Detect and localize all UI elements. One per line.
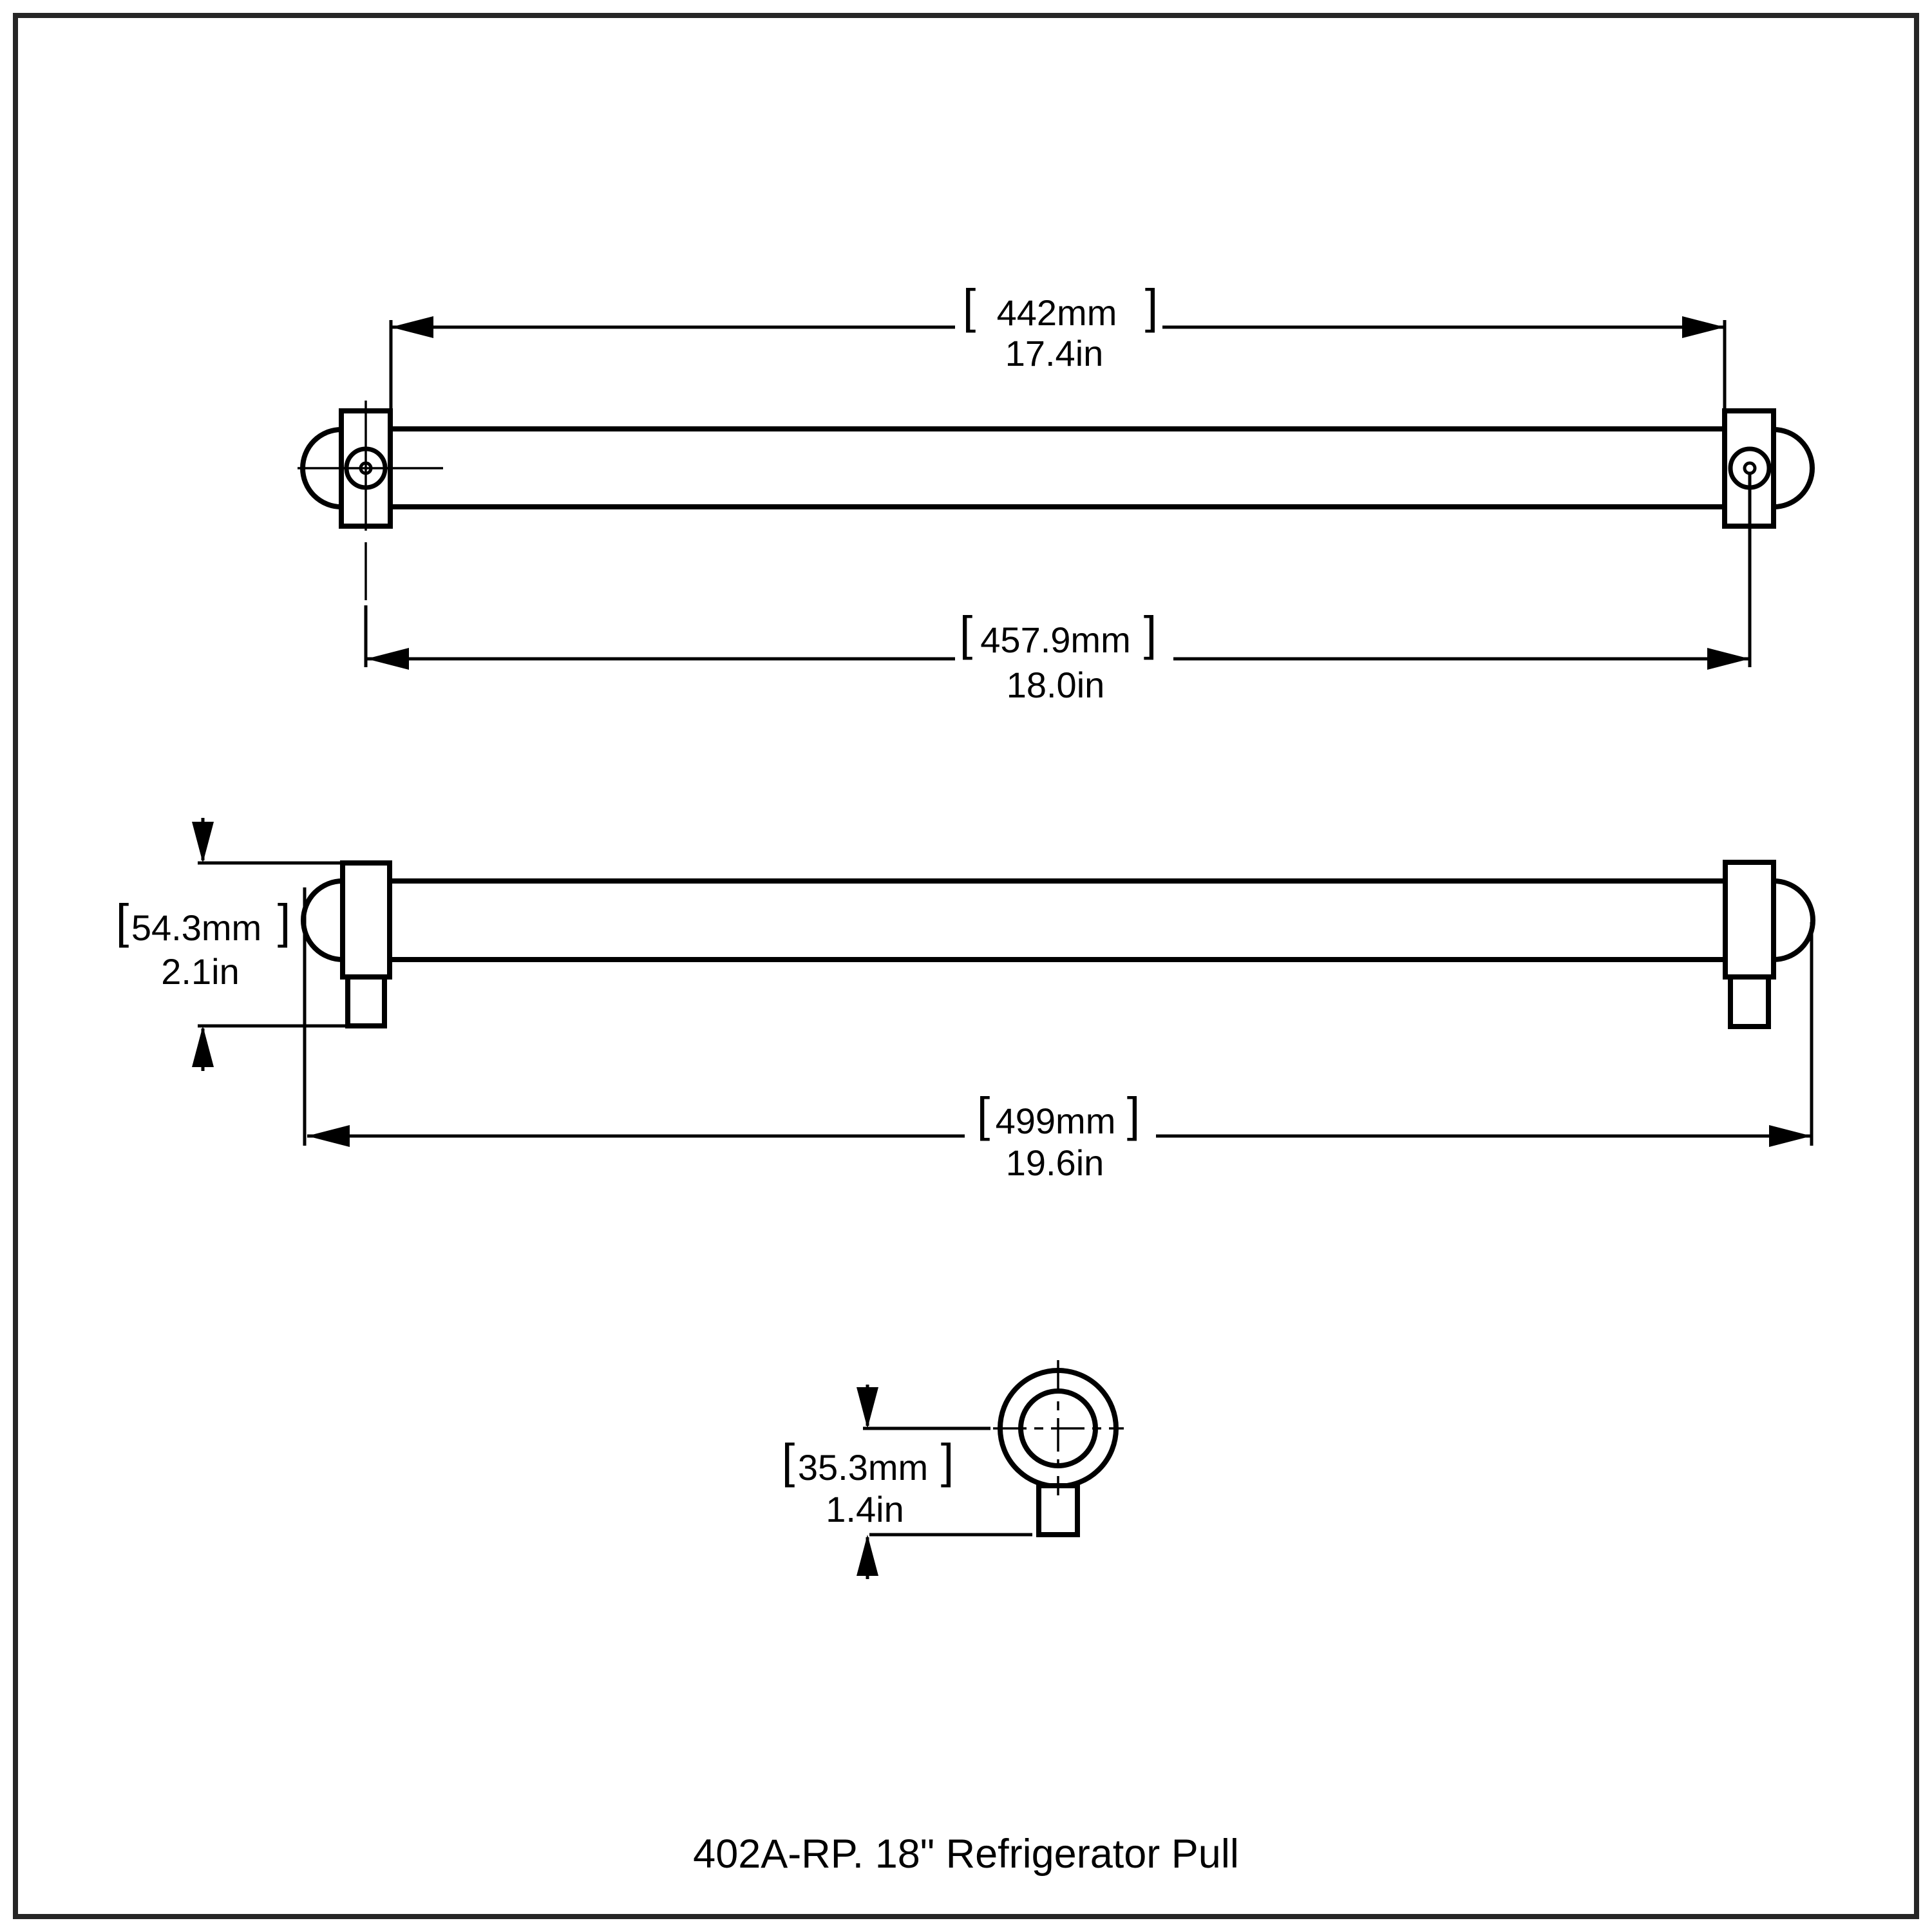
side-left-post (340, 860, 392, 980)
side-right-end-cap (1773, 878, 1816, 962)
dimension-value-mm: 442mm (997, 292, 1117, 333)
left-arrowhead-icon (366, 648, 409, 670)
left-arrowhead-icon (391, 316, 433, 338)
dimension-value-mm: 54.3mm (131, 907, 261, 948)
down-arrowhead-icon (192, 822, 214, 863)
dimension-value-inch: 1.4in (826, 1489, 904, 1530)
dimension-value-mm: 457.9mm (980, 620, 1130, 660)
dimension-value-inch: 17.4in (1005, 333, 1104, 374)
end-dimension-depth: [ 35.3mm ] 1.4in (782, 1385, 1032, 1579)
side-view: [ 54.3mm ] 2.1in [ 499mm ] 19.6in (116, 818, 1816, 1183)
up-arrowhead-icon (857, 1535, 878, 1576)
up-arrowhead-icon (192, 1026, 214, 1067)
side-right-stem (1728, 974, 1771, 1029)
bracket-open: [ (960, 607, 973, 660)
right-arrowhead-icon (1769, 1125, 1812, 1147)
dimension-value-inch: 18.0in (1007, 665, 1105, 705)
bracket-open: [ (963, 279, 976, 333)
dimension-value-mm: 35.3mm (798, 1447, 928, 1488)
side-left-end-cap (300, 878, 343, 962)
drawing-caption: 402A-RP. 18" Refrigerator Pull (693, 1832, 1239, 1877)
dimension-value-inch: 2.1in (161, 951, 239, 992)
bracket-open: [ (977, 1088, 990, 1141)
dimension-value-inch: 19.6in (1006, 1142, 1104, 1183)
plan-dimension-center-span: [ 442mm ] 17.4in (389, 279, 1727, 414)
plan-right-screw-hole (1743, 461, 1757, 475)
plan-view: [ 442mm ] 17.4in [ 457.9mm ] 18.0in (298, 279, 1815, 705)
page-border (13, 13, 1919, 1919)
bracket-close: ] (941, 1434, 954, 1488)
bracket-open: [ (116, 895, 129, 948)
bracket-close: ] (1144, 607, 1157, 660)
bracket-open: [ (782, 1434, 795, 1488)
bracket-close: ] (278, 895, 291, 948)
bracket-close: ] (1127, 1088, 1141, 1141)
down-arrowhead-icon (857, 1387, 878, 1428)
dimension-value-mm: 499mm (996, 1101, 1116, 1141)
bracket-close: ] (1145, 279, 1159, 333)
side-dimension-height: [ 54.3mm ] 2.1in (116, 818, 348, 1071)
right-arrowhead-icon (1682, 316, 1725, 338)
plan-right-end-cap (1773, 427, 1815, 509)
side-right-post (1723, 860, 1776, 980)
end-view: [ 35.3mm ] 1.4in (782, 1360, 1124, 1579)
plan-dimension-overall: [ 457.9mm ] 18.0in (364, 475, 1752, 705)
side-left-stem (345, 974, 387, 1028)
side-dimension-length: [ 499mm ] 19.6in (303, 887, 1814, 1183)
right-arrowhead-icon (1707, 648, 1750, 670)
left-arrowhead-icon (307, 1125, 350, 1147)
